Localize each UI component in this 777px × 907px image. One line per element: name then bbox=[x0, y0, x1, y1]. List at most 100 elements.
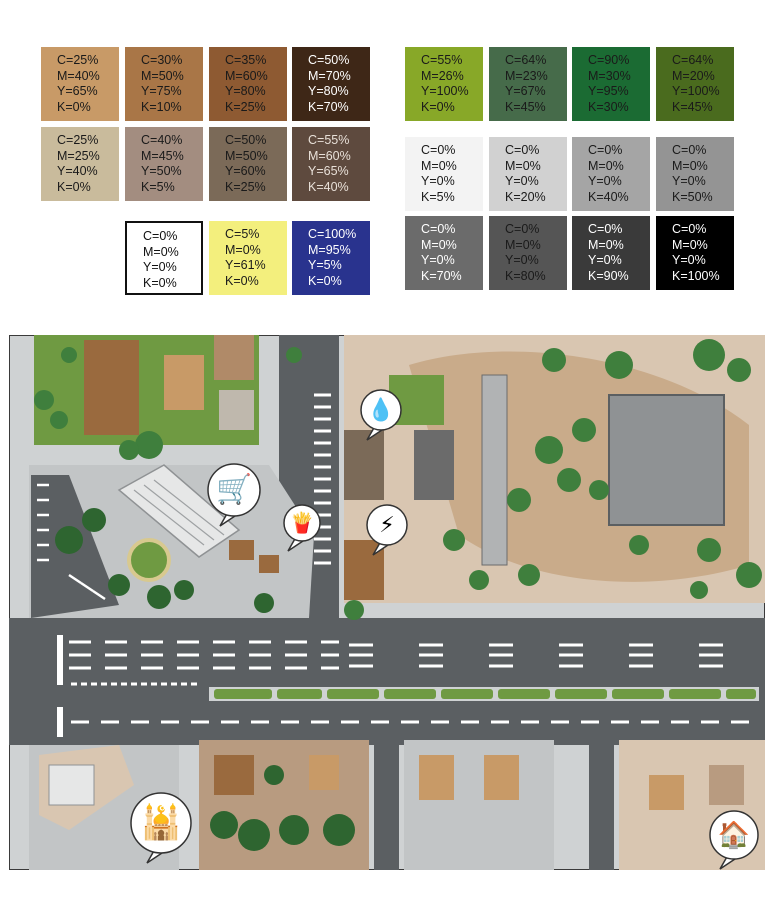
building-bottom-2 bbox=[309, 755, 339, 790]
swatch-value: C=0% bbox=[505, 143, 540, 157]
swatch-value: K=10% bbox=[141, 99, 182, 114]
swatch-value: Y=0% bbox=[505, 253, 539, 267]
house-icon: 🏠 bbox=[709, 810, 759, 870]
swatch-value: Y=80% bbox=[308, 84, 349, 98]
swatch-value: K=20% bbox=[505, 189, 546, 204]
swatch-value: M=0% bbox=[505, 237, 541, 252]
swatch-value: M=0% bbox=[143, 244, 179, 259]
median-shrubs bbox=[214, 689, 756, 699]
swatch-value: K=5% bbox=[421, 189, 455, 204]
swatch-value: K=0% bbox=[143, 275, 177, 290]
swatch-value: K=45% bbox=[505, 99, 546, 114]
swatch-value: M=0% bbox=[421, 237, 457, 252]
swatch-value: C=0% bbox=[421, 222, 456, 236]
building-bottom-4 bbox=[484, 755, 519, 800]
swatch-value: M=45% bbox=[141, 148, 184, 163]
building-bottom-1 bbox=[214, 755, 254, 795]
swatch-value: M=0% bbox=[672, 158, 708, 173]
gas-station bbox=[414, 430, 454, 500]
swatch-value: M=0% bbox=[421, 158, 457, 173]
swatch-value: Y=0% bbox=[421, 174, 455, 188]
crosswalk bbox=[57, 635, 63, 737]
swatch-value: M=0% bbox=[505, 158, 541, 173]
city-map: 💧🛒🍟⚡🕌🏠 bbox=[9, 335, 765, 870]
swatch-value: C=40% bbox=[141, 133, 183, 147]
building-tan bbox=[164, 355, 204, 410]
shopping-cart-icon: 🛒 bbox=[207, 463, 261, 527]
color-swatch: C=25%M=25%Y=40%K=0% bbox=[41, 127, 119, 201]
building-bottom-3 bbox=[419, 755, 454, 800]
swatch-value: M=40% bbox=[57, 68, 100, 83]
svg-text:🍟: 🍟 bbox=[290, 510, 315, 534]
color-swatch: C=0%M=0%Y=0%K=80% bbox=[489, 216, 567, 290]
swatch-value: Y=95% bbox=[588, 84, 629, 98]
color-swatch: C=0%M=0%Y=0%K=100% bbox=[656, 216, 734, 290]
swatch-value: C=50% bbox=[308, 53, 350, 67]
color-swatch: C=90%M=30%Y=95%K=30% bbox=[572, 47, 650, 121]
swatch-value: C=5% bbox=[225, 227, 260, 241]
swatch-value: Y=0% bbox=[672, 174, 706, 188]
supermarket-building bbox=[117, 464, 241, 558]
swatch-value: M=60% bbox=[225, 68, 268, 83]
mosque-icon: 🕌 bbox=[130, 792, 192, 864]
svg-text:💧: 💧 bbox=[367, 397, 394, 423]
side-road-bottom-2 bbox=[589, 745, 614, 870]
swatch-value: K=50% bbox=[672, 189, 713, 204]
swatch-value: Y=0% bbox=[588, 174, 622, 188]
warehouse-building bbox=[608, 394, 725, 526]
swatch-value: M=0% bbox=[672, 237, 708, 252]
parking-shelter bbox=[219, 390, 254, 430]
swatch-value: M=30% bbox=[588, 68, 631, 83]
color-swatch: C=35%M=60%Y=80%K=25% bbox=[209, 47, 287, 121]
color-swatch: C=0%M=0%Y=0%K=5% bbox=[405, 137, 483, 211]
swatch-value: M=25% bbox=[57, 148, 100, 163]
swatch-value: K=0% bbox=[57, 99, 91, 114]
swatch-value: M=0% bbox=[588, 158, 624, 173]
swatch-value: C=0% bbox=[588, 222, 623, 236]
swatch-value: M=23% bbox=[505, 68, 548, 83]
map-markers: 💧🛒🍟⚡🕌🏠 bbox=[130, 389, 759, 870]
color-swatch: C=0%M=0%Y=0%K=70% bbox=[405, 216, 483, 290]
parking-stripes-vertical bbox=[314, 393, 331, 565]
swatch-value: K=5% bbox=[141, 179, 175, 194]
swatch-value: C=100% bbox=[308, 227, 357, 241]
swatch-value: K=0% bbox=[421, 99, 455, 114]
building-bottom-5 bbox=[649, 775, 684, 810]
swatch-value: K=25% bbox=[225, 179, 266, 194]
color-swatch: C=50%M=70%Y=80%K=70% bbox=[292, 47, 370, 121]
swatch-value: M=26% bbox=[421, 68, 464, 83]
swatch-value: K=100% bbox=[672, 268, 720, 283]
color-swatch: C=40%M=45%Y=50%K=5% bbox=[125, 127, 203, 201]
roundabout bbox=[127, 538, 171, 582]
swatch-value: K=0% bbox=[57, 179, 91, 194]
swatch-value: M=50% bbox=[141, 68, 184, 83]
swatch-value: C=55% bbox=[421, 53, 463, 67]
swatch-value: C=64% bbox=[505, 53, 547, 67]
mosque-building bbox=[48, 764, 95, 806]
color-swatch: C=100%M=95%Y=5%K=0% bbox=[292, 221, 370, 295]
swatch-value: C=0% bbox=[421, 143, 456, 157]
color-swatch: C=25%M=40%Y=65%K=0% bbox=[41, 47, 119, 121]
main-road bbox=[9, 618, 765, 745]
swatch-value: K=0% bbox=[225, 273, 259, 288]
swatch-value: K=45% bbox=[672, 99, 713, 114]
trees-top-left bbox=[34, 347, 302, 460]
color-swatch: C=0%M=0%Y=0%K=0% bbox=[125, 221, 203, 295]
color-swatch: C=0%M=0%Y=0%K=40% bbox=[572, 137, 650, 211]
swatch-value: C=0% bbox=[143, 229, 178, 243]
swatch-value: K=40% bbox=[588, 189, 629, 204]
swatch-value: M=50% bbox=[225, 148, 268, 163]
swatch-value: C=0% bbox=[672, 143, 707, 157]
swatch-value: Y=65% bbox=[57, 84, 98, 98]
swatch-value: Y=0% bbox=[143, 260, 177, 274]
swatch-value: K=70% bbox=[308, 99, 349, 114]
fast-food-kiosk-2 bbox=[259, 555, 279, 573]
color-swatch: C=5%M=0%Y=61%K=0% bbox=[209, 221, 287, 295]
swatch-value: Y=100% bbox=[421, 84, 469, 98]
swatch-value: Y=5% bbox=[308, 258, 342, 272]
building-gray-small bbox=[214, 335, 254, 380]
swatch-value: K=40% bbox=[308, 179, 349, 194]
swatch-value: M=95% bbox=[308, 242, 351, 257]
fast-food-kiosk bbox=[229, 540, 254, 560]
color-swatch: C=0%M=0%Y=0%K=50% bbox=[656, 137, 734, 211]
